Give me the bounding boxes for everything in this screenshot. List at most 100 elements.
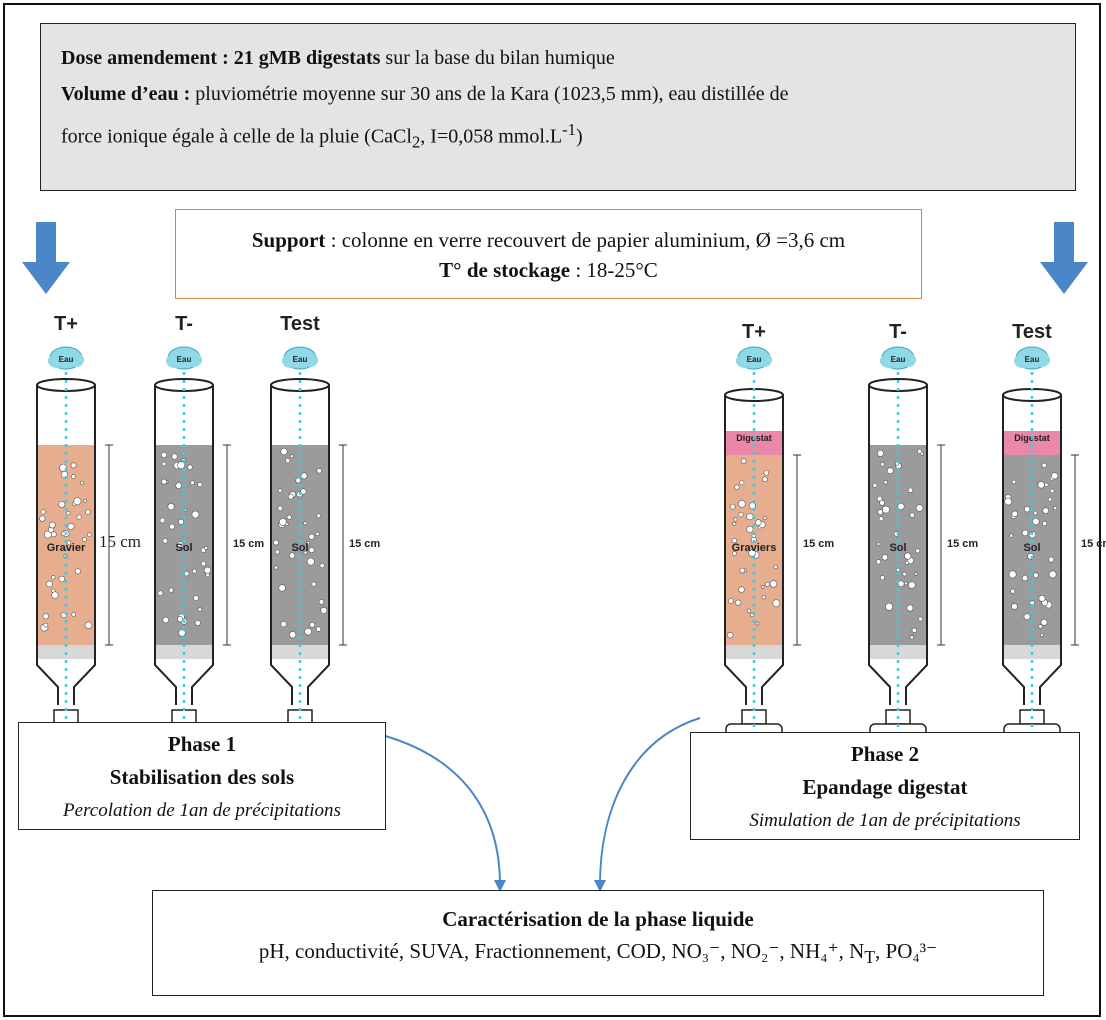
pebble <box>160 451 167 458</box>
pebble <box>897 580 905 588</box>
length-label: 15 cm <box>349 538 380 550</box>
fill-label: Graviers <box>732 542 777 554</box>
pebble <box>746 513 754 521</box>
pebble <box>887 467 894 475</box>
phase1-connector-head <box>494 880 506 892</box>
length-label: 15 cm <box>99 532 141 551</box>
pebble <box>728 598 734 604</box>
pebble <box>287 493 294 500</box>
pebble <box>735 599 742 606</box>
pebble <box>51 575 56 580</box>
left-down-arrow <box>22 222 70 294</box>
length-label: 15 cm <box>233 538 264 550</box>
length-bracket <box>105 444 113 646</box>
support-text: : colonne en verre recouvert de papier a… <box>325 228 846 252</box>
pebble <box>1023 613 1031 621</box>
pebble <box>897 502 905 511</box>
pebble <box>876 559 882 565</box>
pebble <box>178 629 186 637</box>
pebble <box>274 565 279 570</box>
pebble <box>876 449 884 457</box>
pebble <box>316 468 322 474</box>
pebble <box>769 580 778 588</box>
pebble <box>194 619 201 626</box>
pebble <box>905 560 909 565</box>
pebble <box>66 510 71 516</box>
pebble <box>168 587 174 593</box>
pebble <box>193 595 199 601</box>
pebble <box>911 627 918 634</box>
pebble <box>308 547 315 554</box>
pebble <box>1042 507 1049 514</box>
water-label: Eau <box>293 355 308 364</box>
pebble <box>733 517 738 522</box>
pebble <box>319 562 325 569</box>
pebble <box>881 554 889 561</box>
pebble <box>82 537 87 542</box>
pebble <box>274 549 280 555</box>
pebble <box>738 586 745 593</box>
temp-label: T° de stockage <box>439 258 571 282</box>
pebble <box>43 622 49 628</box>
pebble <box>278 584 286 592</box>
pebble <box>746 525 754 533</box>
pebble <box>1038 594 1046 602</box>
pebble <box>190 480 195 485</box>
pebble <box>1024 506 1031 513</box>
right-down-arrow <box>1040 222 1088 294</box>
glass-tube <box>36 385 96 705</box>
column-label: T- <box>175 313 193 335</box>
pebble <box>762 516 767 520</box>
pebble <box>305 541 310 546</box>
pebble <box>74 568 81 575</box>
water-label: Eau <box>747 355 762 364</box>
pebble <box>200 560 207 567</box>
length-label: 15 cm <box>1081 538 1106 550</box>
water-cloud-puff <box>48 354 66 368</box>
pebble <box>79 480 84 485</box>
pebble <box>318 599 325 605</box>
glass-tube <box>868 385 928 705</box>
pebble <box>895 567 901 573</box>
liquid-params-end: , PO₄³⁻ <box>875 939 938 963</box>
pebble <box>200 547 207 554</box>
pebble <box>83 498 87 503</box>
pebble <box>70 462 77 469</box>
pebble <box>909 512 915 518</box>
pebble <box>1053 506 1058 511</box>
length-label: 15 cm <box>947 538 978 550</box>
pebble <box>915 504 924 512</box>
pebble <box>191 510 200 519</box>
pebble <box>1004 497 1013 506</box>
pebble <box>1048 556 1055 563</box>
phase2-title: Phase 2 <box>850 742 920 766</box>
pebble <box>1021 529 1029 537</box>
liquid-characterisation-box: Caractérisation de la phase liquide pH, … <box>152 890 1044 996</box>
phase2-note: Simulation de 1an de précipitations <box>749 810 1021 831</box>
pebble <box>58 500 66 508</box>
pebble <box>917 448 923 454</box>
pebble <box>765 582 770 587</box>
pebble <box>909 635 914 640</box>
water-cloud-puff <box>900 353 916 367</box>
experiment-header: Dose amendement : 21 gMB digestats sur l… <box>40 23 1076 191</box>
pebble <box>755 621 760 626</box>
pebble <box>880 462 885 467</box>
column-label: Test <box>280 313 320 335</box>
pebble <box>49 521 56 529</box>
pebble <box>761 595 766 600</box>
right-down-arrow-shaft <box>1054 222 1074 266</box>
water-cloud-puff <box>186 353 202 367</box>
water-cloud-puff <box>166 354 184 368</box>
pebble <box>315 626 322 632</box>
pebble <box>904 552 912 560</box>
pebble <box>178 518 185 525</box>
pebble <box>1033 572 1039 578</box>
pebble <box>876 542 881 546</box>
phase1-connector <box>381 734 501 886</box>
liquid-title: Caractérisation de la phase liquide <box>442 907 754 931</box>
phase2-connector-head <box>594 880 606 892</box>
